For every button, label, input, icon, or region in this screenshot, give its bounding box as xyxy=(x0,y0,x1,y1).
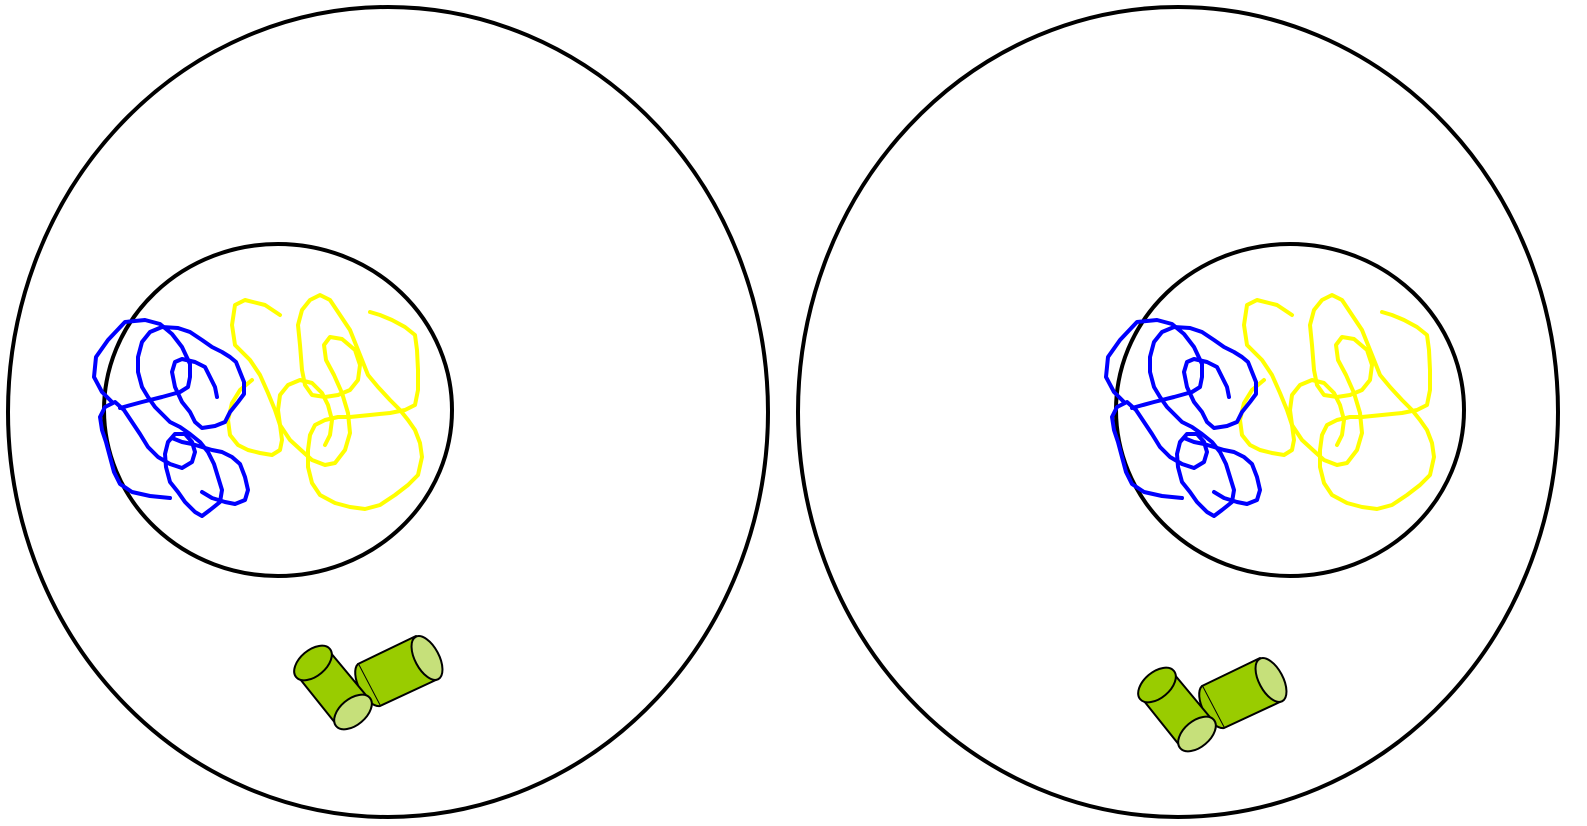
cell-right xyxy=(798,7,1558,817)
chromatin-yellow-left xyxy=(228,295,422,509)
centriole-pair-left xyxy=(288,631,449,736)
chromatin-yellow-right xyxy=(1240,295,1434,509)
cell-left xyxy=(8,7,768,817)
centriole-pair-right xyxy=(1132,653,1293,758)
